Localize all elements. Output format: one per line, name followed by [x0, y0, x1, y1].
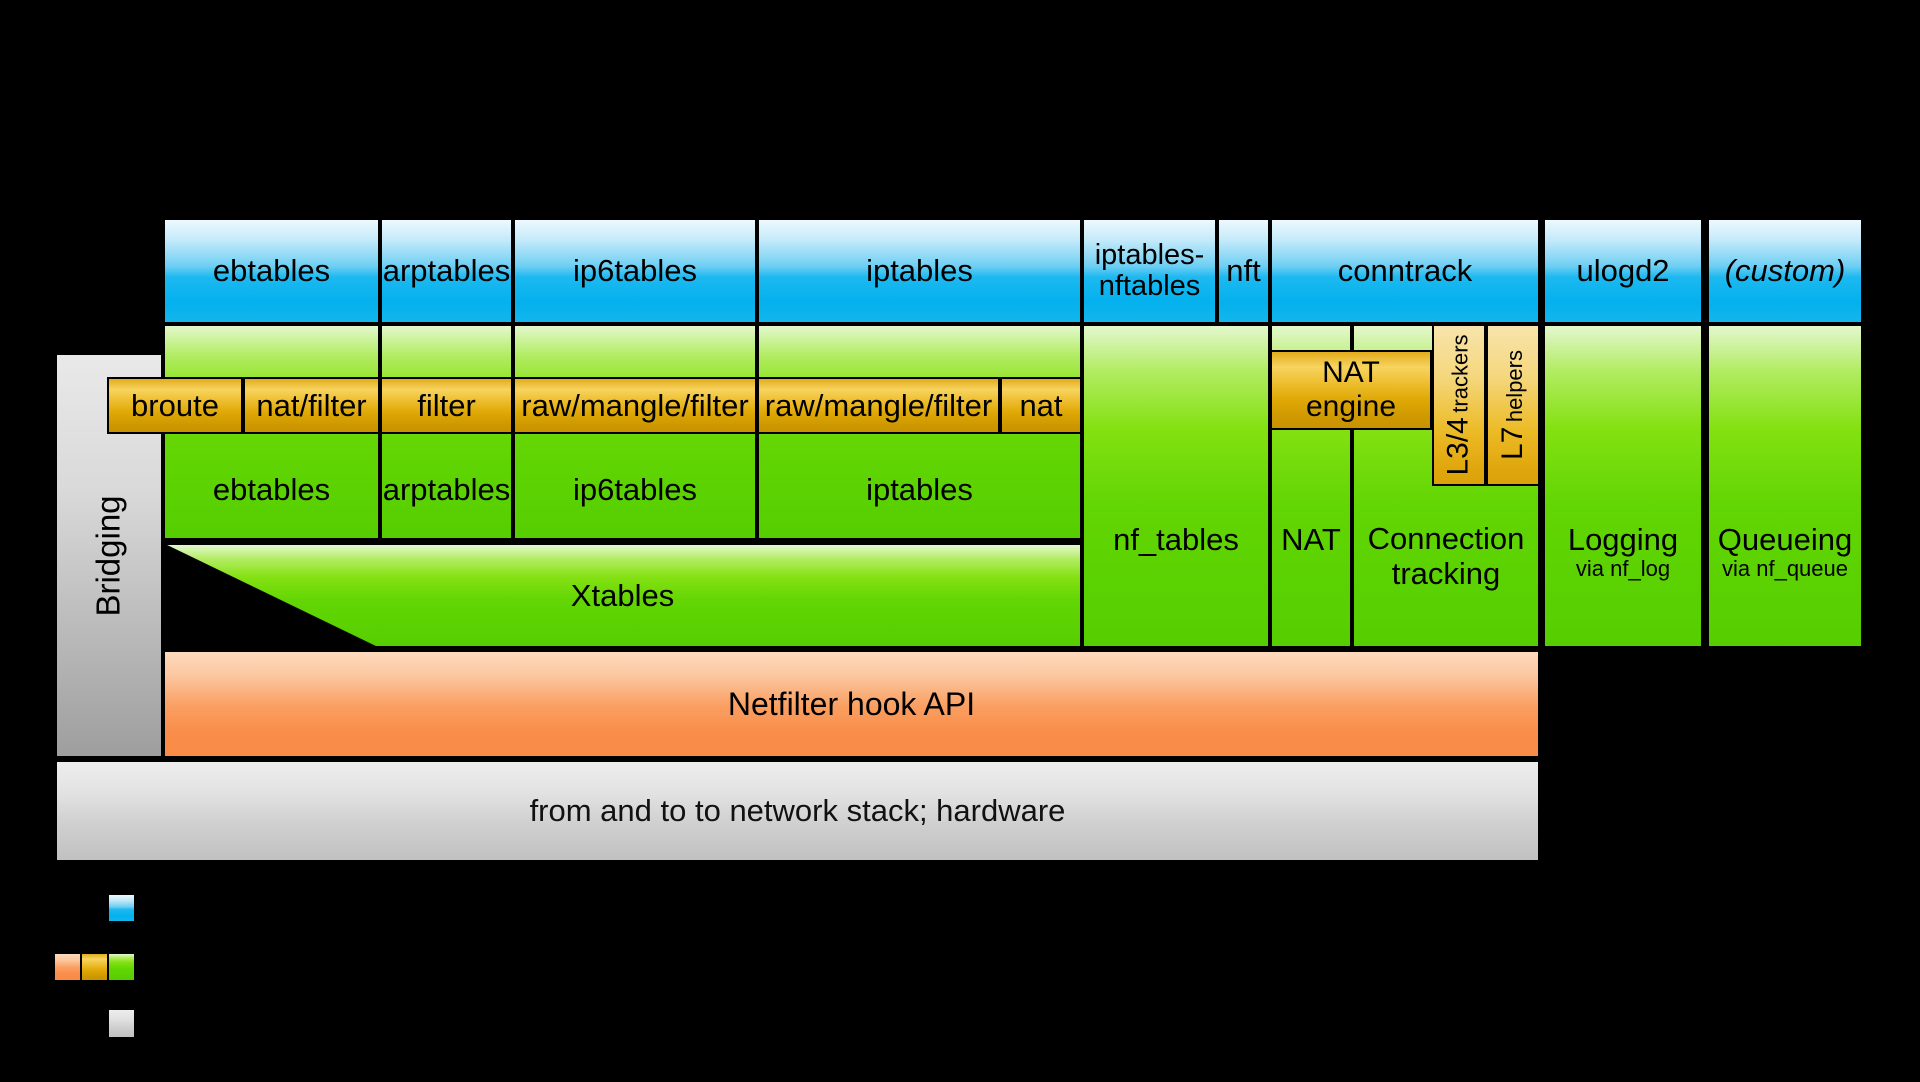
- kernel-ip6tables-label: ip6tables: [572, 472, 698, 507]
- l7-helpers-label-small: helpers: [1502, 350, 1528, 423]
- xtables-box: Xtables: [163, 543, 1082, 648]
- table-raw-mangle-filter-ip6-box: raw/mangle/filter: [513, 377, 757, 434]
- table-raw-mangle-filter-ip4-box: raw/mangle/filter: [757, 377, 1000, 434]
- xtables-label: Xtables: [570, 577, 675, 613]
- userspace-iptables-box: iptables: [757, 218, 1082, 324]
- userspace-iptables-nftables-label-line2: nftables: [1098, 270, 1201, 302]
- kernel-queueing-label: Queueing: [1717, 522, 1853, 557]
- kernel-nf-tables-label: nf_tables: [1113, 522, 1239, 557]
- table-filter-box: filter: [380, 377, 513, 434]
- legend-kernel-swatch-amber: [82, 954, 107, 980]
- table-raw-mangle-filter-ip6-label: raw/mangle/filter: [521, 387, 749, 423]
- table-raw-mangle-filter-ip4-label: raw/mangle/filter: [764, 387, 993, 423]
- nat-engine-box: NAT engine: [1270, 350, 1432, 430]
- userspace-iptables-label: iptables: [866, 253, 973, 288]
- userspace-ebtables-box: ebtables: [163, 218, 380, 324]
- userspace-iptables-nftables-label-line1: iptables-: [1094, 238, 1205, 271]
- l34-trackers-label: L3/4 trackers: [1442, 334, 1476, 475]
- network-stack-label: from and to to network stack; hardware: [529, 793, 1066, 828]
- nat-engine-label-line2: engine: [1305, 390, 1397, 423]
- l7-helpers-box: L7 helpers: [1486, 324, 1540, 486]
- l7-helpers-label: L7 helpers: [1496, 350, 1530, 460]
- userspace-ulogd2-box: ulogd2: [1543, 218, 1703, 324]
- netfilter-hook-api-label: Netfilter hook API: [727, 685, 976, 722]
- kernel-ebtables-label: ebtables: [212, 472, 331, 507]
- legend-userspace-swatch: [109, 895, 134, 921]
- userspace-ip6tables-label: ip6tables: [572, 253, 698, 288]
- userspace-conntrack-label: conntrack: [1337, 253, 1473, 288]
- userspace-conntrack-box: conntrack: [1270, 218, 1540, 324]
- table-nat-box: nat: [1000, 377, 1082, 434]
- userspace-ebtables-label: ebtables: [212, 253, 331, 288]
- userspace-arptables-label: arptables: [382, 253, 511, 288]
- l34-trackers-label-small: trackers: [1448, 334, 1473, 413]
- userspace-nft-label: nft: [1226, 253, 1261, 288]
- table-nat-filter-box: nat/filter: [243, 377, 380, 434]
- table-nat-filter-label: nat/filter: [256, 387, 367, 423]
- userspace-custom-box: (custom): [1707, 218, 1863, 324]
- userspace-nft-box: nft: [1217, 218, 1270, 324]
- l34-trackers-label-big: L3/4: [1442, 417, 1475, 476]
- userspace-iptables-nftables-box: iptables- nftables: [1082, 218, 1217, 324]
- kernel-queueing-sublabel: via nf_queue: [1722, 556, 1848, 581]
- bridging-label: Bridging: [90, 494, 128, 617]
- kernel-logging-label: Logging: [1567, 522, 1679, 557]
- l7-helpers-label-big: L7: [1496, 426, 1530, 460]
- kernel-connection-tracking-label-line2: tracking: [1391, 555, 1501, 591]
- kernel-arptables-label: arptables: [382, 472, 511, 507]
- userspace-arptables-box: arptables: [380, 218, 513, 324]
- table-broute-label: broute: [131, 387, 219, 423]
- netfilter-hook-api-bar: Netfilter hook API: [163, 650, 1540, 758]
- kernel-connection-tracking-label-line1: Connection: [1367, 521, 1525, 556]
- l34-trackers-box: L3/4 trackers: [1432, 324, 1486, 486]
- kernel-nat-label: NAT: [1281, 522, 1341, 557]
- kernel-logging-sublabel: via nf_log: [1575, 556, 1671, 581]
- legend-kernel-swatch-green: [109, 954, 134, 980]
- kernel-nf-tables-column: nf_tables: [1082, 324, 1270, 648]
- userspace-custom-label: (custom): [1724, 253, 1846, 288]
- userspace-ip6tables-box: ip6tables: [513, 218, 757, 324]
- table-filter-label: filter: [417, 387, 476, 423]
- table-nat-label: nat: [1019, 387, 1063, 423]
- legend-hardware-swatch: [109, 1010, 134, 1037]
- nat-engine-label-line1: NAT: [1322, 355, 1380, 389]
- legend-kernel-swatch-salmon: [55, 954, 80, 980]
- table-broute-box: broute: [107, 377, 243, 434]
- kernel-logging-column: Logging via nf_log: [1543, 324, 1703, 648]
- kernel-queueing-column: Queueing via nf_queue: [1707, 324, 1863, 648]
- kernel-iptables-label: iptables: [866, 472, 973, 507]
- userspace-ulogd2-label: ulogd2: [1576, 253, 1670, 288]
- network-stack-bar: from and to to network stack; hardware: [55, 760, 1540, 862]
